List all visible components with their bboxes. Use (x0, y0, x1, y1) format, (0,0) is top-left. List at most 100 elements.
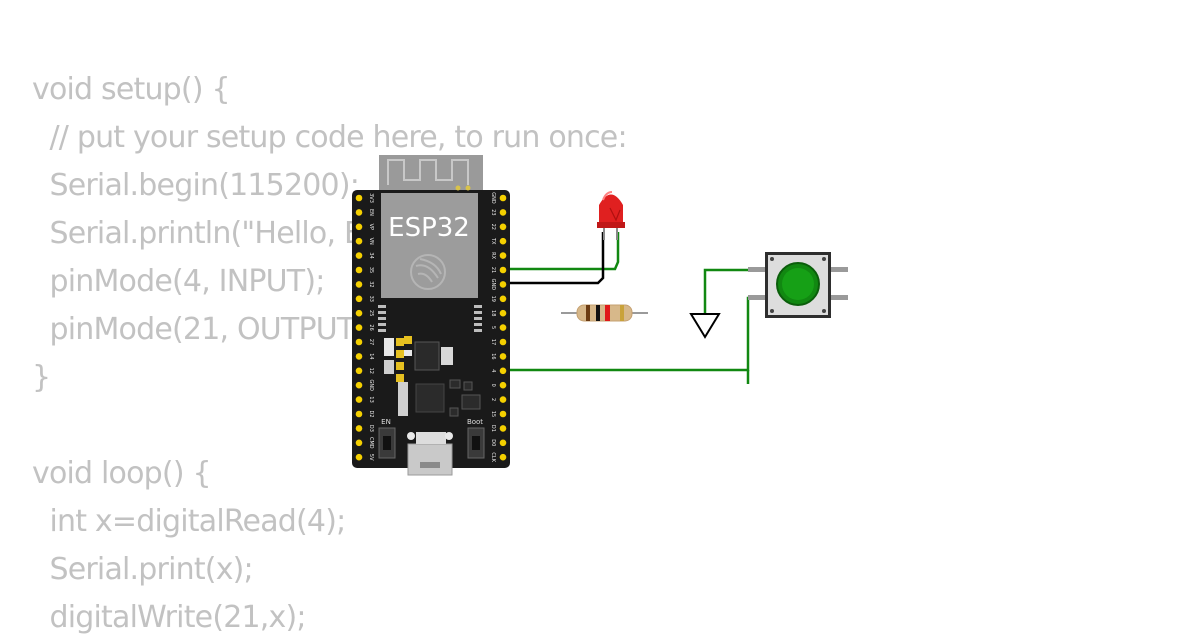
pin-3V3[interactable] (355, 194, 363, 202)
pin-label: D1 (490, 425, 496, 432)
pin-label: 14 (368, 353, 374, 359)
pin-RX[interactable] (499, 252, 507, 259)
pin-12[interactable] (355, 367, 363, 375)
pin-D1[interactable] (499, 425, 507, 432)
pin-label: 2 (490, 398, 496, 401)
pin-16[interactable] (499, 353, 507, 360)
pin-label: 33 (368, 296, 374, 302)
red-led[interactable] (597, 191, 625, 240)
board-label: ESP32 (388, 213, 470, 243)
pin-5[interactable] (499, 324, 507, 331)
pin-17[interactable] (499, 338, 507, 346)
wire-led-anode[interactable] (505, 232, 620, 271)
pin-label: 12 (368, 368, 374, 374)
pin-label: 25 (368, 310, 374, 316)
right-pin-header (499, 194, 507, 461)
wires (505, 232, 765, 384)
antenna-trace-icon (387, 159, 469, 185)
ground-symbol-icon[interactable] (689, 313, 721, 339)
pin-label: 23 (490, 209, 496, 215)
pin-label: 5 (490, 326, 496, 329)
pin-VP[interactable] (355, 223, 363, 231)
pin-label: GND (368, 379, 374, 391)
resistor[interactable] (561, 304, 648, 322)
pin-label: VP (368, 224, 374, 230)
pin-34[interactable] (355, 252, 363, 259)
module-shield (381, 193, 478, 298)
pin-26[interactable] (355, 324, 363, 331)
left-pin-labels: 3V3ENVPVN343532332526271412GND13D2D3CMD5… (368, 193, 374, 461)
pin-27[interactable] (355, 338, 363, 346)
pin-label: TX (490, 237, 496, 245)
pin-32[interactable] (355, 281, 363, 288)
pin-label: 13 (368, 396, 374, 402)
pin-35[interactable] (355, 266, 363, 274)
pin-33[interactable] (355, 295, 363, 303)
boot-button-label: Boot (467, 418, 483, 426)
pin-label: 34 (368, 252, 374, 258)
pin-label: D2 (368, 410, 374, 417)
pin-label: 4 (490, 369, 496, 372)
pin-23[interactable] (499, 209, 507, 216)
esp32-board[interactable]: ESP32 3V3ENVPVN343532332526271412GND13D2… (352, 155, 510, 476)
pin-VN[interactable] (355, 237, 363, 245)
code-line: Serial.print(x); (32, 552, 253, 587)
pin-22[interactable] (499, 223, 507, 231)
pin-label: RX (490, 252, 496, 259)
pin-label: GND (490, 279, 496, 291)
pin-GND[interactable] (355, 381, 363, 389)
pin-label: CLK (490, 452, 496, 462)
pin-label: EN (368, 209, 374, 216)
code-line: void loop() { (32, 456, 212, 491)
pin-18[interactable] (499, 309, 507, 317)
pin-GND[interactable] (499, 194, 507, 202)
code-editor-text: void setup() { // put your setup code he… (32, 66, 628, 642)
board-components (384, 336, 481, 417)
wire-button-ground[interactable] (703, 268, 765, 314)
pin-label: 26 (368, 324, 374, 330)
module-pads (378, 305, 482, 332)
code-line: } (32, 360, 51, 395)
pin-EN[interactable] (355, 209, 363, 216)
pin-label: 0 (490, 384, 496, 387)
pin-label: 21 (490, 267, 496, 273)
pin-label: 18 (490, 310, 496, 316)
pin-5V[interactable] (355, 453, 363, 461)
espressif-logo-icon (410, 254, 446, 290)
code-line: int x=digitalRead(4); (32, 504, 346, 539)
pushbutton[interactable] (748, 252, 848, 318)
pin-D2[interactable] (355, 410, 363, 418)
pin-label: 16 (490, 353, 496, 359)
pin-CLK[interactable] (499, 453, 507, 461)
pin-0[interactable] (499, 381, 507, 389)
code-line: Serial.begin(115200); (32, 168, 360, 203)
pin-TX[interactable] (499, 237, 507, 245)
pin-D0[interactable] (499, 439, 507, 447)
pin-D3[interactable] (355, 425, 363, 432)
pin-19[interactable] (499, 295, 507, 303)
pin-label: 3V3 (368, 193, 374, 203)
pin-label: VN (368, 238, 374, 245)
wire-button-signal[interactable] (505, 296, 765, 372)
pin-label: 19 (490, 296, 496, 302)
pin-label: GND (490, 192, 496, 204)
pin-CMD[interactable] (355, 439, 363, 447)
pin-label: 15 (490, 411, 496, 417)
pin-13[interactable] (355, 396, 363, 403)
pin-GND[interactable] (499, 281, 507, 288)
pin-14[interactable] (355, 353, 363, 360)
pin-15[interactable] (499, 410, 507, 418)
code-line: pinMode(4, INPUT); (32, 264, 325, 299)
pin-21[interactable] (499, 266, 507, 274)
pin-2[interactable] (499, 396, 507, 403)
en-button-label: EN (381, 418, 391, 426)
pin-label: D0 (490, 439, 496, 446)
pin-4[interactable] (499, 367, 507, 375)
pin-25[interactable] (355, 309, 363, 317)
code-line: // put your setup code here, to run once… (32, 120, 627, 155)
pin-label: 5V (368, 454, 374, 461)
code-line: digitalWrite(21,x); (32, 600, 306, 635)
wire-led-cathode[interactable] (505, 232, 605, 285)
